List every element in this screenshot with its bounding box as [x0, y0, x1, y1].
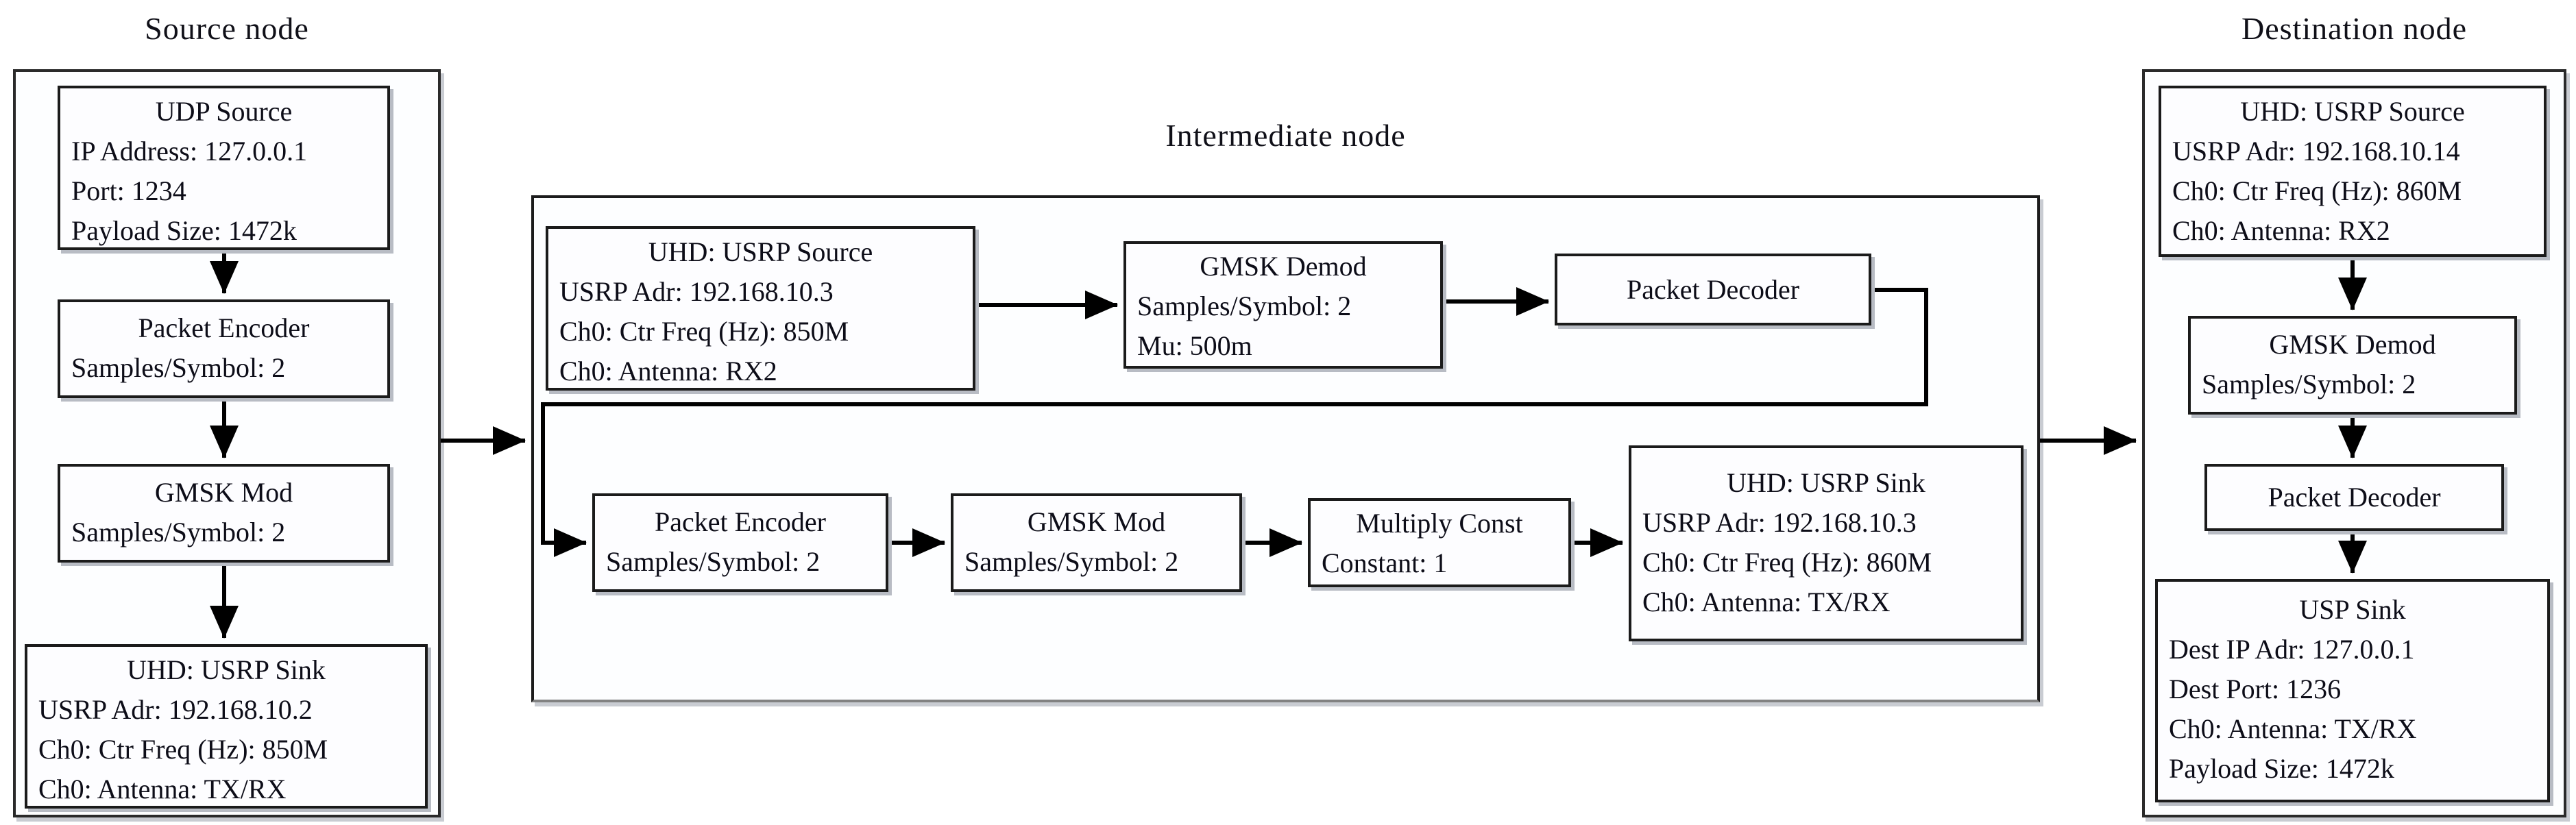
block-line: Ch0: Ctr Freq (Hz): 860M: [1642, 547, 1932, 578]
block-line: USRP Adr: 192.168.10.2: [38, 694, 313, 725]
block-dest-packet-decoder: Packet Decoder: [2204, 464, 2504, 531]
block-gmsk-mod-2: GMSK Mod Samples/Symbol: 2: [951, 493, 1242, 592]
block-line: Port: 1234: [71, 175, 186, 206]
destination-node-title: Destination node: [2241, 11, 2467, 46]
wire-packet-decoder-to-packet-encoder: [541, 288, 1928, 557]
block-uhd-usrp-sink-2: UHD: USRP Sink USRP Adr: 192.168.10.3 Ch…: [1629, 445, 2024, 641]
block-line: USRP Adr: 192.168.10.14: [2172, 136, 2460, 167]
block-line: Samples/Symbol: 2: [71, 352, 286, 383]
block-packet-encoder: Packet Encoder Samples/Symbol: 2: [58, 299, 390, 398]
block-line: Payload Size: 1472k: [2169, 753, 2394, 784]
block-title: UHD: USRP Source: [648, 236, 873, 267]
block-line: Samples/Symbol: 2: [71, 517, 286, 547]
block-line: Ch0: Antenna: TX/RX: [38, 774, 287, 804]
block-title: UHD: USRP Sink: [1727, 467, 1925, 498]
block-line: Ch0: Antenna: TX/RX: [1642, 587, 1891, 617]
block-line: Ch0: Antenna: RX2: [559, 356, 777, 386]
block-multiply-const: Multiply Const Constant: 1: [1308, 498, 1571, 587]
block-line: Samples/Symbol: 2: [1137, 291, 1352, 321]
block-gmsk-mod: GMSK Mod Samples/Symbol: 2: [58, 464, 390, 563]
block-udp-source: UDP Source IP Address: 127.0.0.1 Port: 1…: [58, 86, 390, 250]
block-line: USRP Adr: 192.168.10.3: [1642, 507, 1917, 538]
block-title: GMSK Mod: [1027, 506, 1166, 537]
block-usp-sink: USP Sink Dest IP Adr: 127.0.0.1 Dest Por…: [2155, 579, 2550, 802]
block-line: IP Address: 127.0.0.1: [71, 136, 308, 167]
block-line: Samples/Symbol: 2: [964, 546, 1179, 577]
block-title: GMSK Demod: [1200, 251, 1367, 282]
block-line: Ch0: Ctr Freq (Hz): 850M: [559, 316, 849, 347]
block-uhd-usrp-source: UHD: USRP Source USRP Adr: 192.168.10.3 …: [546, 226, 975, 391]
block-title: UHD: USRP Sink: [127, 654, 326, 685]
block-line: Ch0: Ctr Freq (Hz): 860M: [2172, 175, 2462, 206]
block-title: Packet Decoder: [1626, 273, 1800, 305]
block-line: Dest Port: 1236: [2169, 674, 2342, 704]
block-title: USP Sink: [2299, 594, 2406, 625]
block-line: Dest IP Adr: 127.0.0.1: [2169, 634, 2415, 665]
block-title: UDP Source: [155, 96, 293, 127]
block-line: USRP Adr: 192.168.10.3: [559, 276, 834, 307]
block-line: Constant: 1: [1322, 547, 1448, 578]
block-title: Multiply Const: [1356, 508, 1523, 539]
block-line: Ch0: Antenna: TX/RX: [2169, 713, 2417, 744]
block-title: GMSK Demod: [2269, 329, 2436, 360]
block-line: Samples/Symbol: 2: [606, 546, 821, 577]
block-packet-decoder: Packet Decoder: [1555, 254, 1871, 325]
block-dest-uhd-usrp-source: UHD: USRP Source USRP Adr: 192.168.10.14…: [2159, 86, 2547, 257]
block-packet-encoder-2: Packet Encoder Samples/Symbol: 2: [592, 493, 888, 592]
block-title: UHD: USRP Source: [2240, 96, 2465, 127]
block-uhd-usrp-sink: UHD: USRP Sink USRP Adr: 192.168.10.2 Ch…: [25, 644, 428, 809]
block-line: Ch0: Antenna: RX2: [2172, 215, 2390, 246]
block-title: Packet Encoder: [138, 312, 310, 343]
block-line: Payload Size: 1472k: [71, 215, 297, 246]
block-line: Mu: 500m: [1137, 330, 1252, 361]
intermediate-node-title: Intermediate node: [1165, 118, 1406, 153]
block-title: Packet Decoder: [2268, 482, 2441, 513]
block-title: GMSK Mod: [154, 477, 293, 508]
block-line: Samples/Symbol: 2: [2202, 369, 2416, 399]
block-gmsk-demod: GMSK Demod Samples/Symbol: 2 Mu: 500m: [1123, 241, 1443, 369]
source-node-title: Source node: [145, 11, 309, 46]
block-dest-gmsk-demod: GMSK Demod Samples/Symbol: 2: [2188, 316, 2517, 415]
block-title: Packet Encoder: [655, 506, 826, 537]
block-line: Ch0: Ctr Freq (Hz): 850M: [38, 734, 328, 765]
